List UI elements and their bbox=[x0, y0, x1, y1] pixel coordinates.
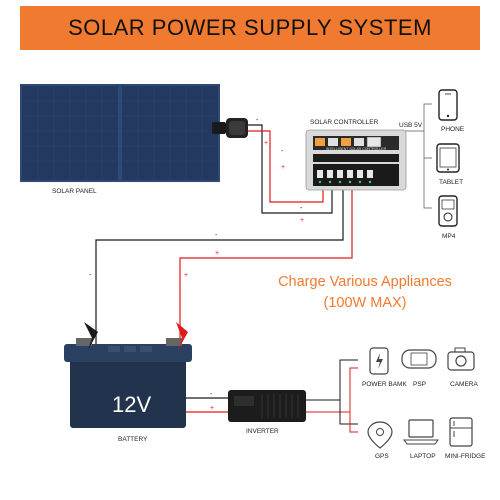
polarity-positive: + bbox=[184, 272, 188, 279]
power-bank-icon bbox=[369, 347, 389, 375]
panel-negative-wire bbox=[248, 124, 333, 214]
inverter-output-wires bbox=[306, 359, 358, 433]
battery-inverter-wires bbox=[186, 397, 230, 413]
polarity-positive: + bbox=[281, 164, 285, 171]
battery-positive-wire bbox=[179, 190, 353, 340]
battery-voltage-label: 12V bbox=[112, 392, 152, 417]
battery-controller-wires bbox=[95, 190, 353, 345]
usb-output-lines bbox=[402, 103, 432, 209]
usb-device-label: PHONE bbox=[441, 126, 465, 133]
inverter-device-label: LAPTOP bbox=[410, 453, 436, 460]
inverter-device-label: CAMERA bbox=[450, 381, 478, 388]
controller-faceplate-label: INTELLIGENT SOLAR CONTROLLER bbox=[325, 147, 387, 151]
polarity-negative: - bbox=[89, 272, 92, 279]
polarity-negative: - bbox=[215, 232, 218, 239]
polarity-marks: - + - + - + - + - + - + bbox=[89, 117, 304, 412]
camera-icon bbox=[447, 347, 475, 371]
inverter-device-label: MINI-FRIDGE bbox=[445, 453, 486, 460]
negative-clamp-icon bbox=[84, 322, 98, 350]
solar-panel-label: SOLAR PANEL bbox=[52, 188, 97, 195]
panel-positive-wire bbox=[248, 130, 324, 203]
inverter-device-label: GPS bbox=[375, 453, 389, 460]
panel-wires bbox=[248, 124, 333, 214]
charge-line-2: (100W MAX) bbox=[323, 295, 407, 311]
polarity-negative: - bbox=[256, 117, 259, 124]
inverter bbox=[228, 390, 306, 422]
polarity-positive: + bbox=[300, 217, 304, 224]
inverter-device-label: PSP bbox=[413, 381, 427, 388]
page-title: SOLAR POWER SUPPLY SYSTEM bbox=[68, 15, 432, 40]
polarity-positive: + bbox=[215, 250, 219, 257]
polarity-positive: + bbox=[210, 405, 214, 412]
phone-icon bbox=[438, 89, 458, 121]
gps-icon bbox=[367, 421, 393, 449]
charge-appliances-text: Charge Various Appliances (100W MAX) bbox=[250, 272, 480, 314]
inverter-device-label: POWER BAMK bbox=[362, 381, 407, 388]
mini-fridge-icon bbox=[449, 417, 473, 447]
sae-connector-icon bbox=[212, 118, 248, 138]
battery-negative-wire bbox=[95, 190, 344, 345]
polarity-negative: - bbox=[281, 148, 284, 155]
polarity-positive: + bbox=[264, 140, 268, 147]
solar-cells-grid bbox=[22, 86, 218, 180]
controller-usb-port bbox=[366, 136, 382, 148]
battery-label: BATTERY bbox=[118, 436, 148, 443]
solar-controller-label: SOLAR CONTROLLER bbox=[310, 119, 379, 126]
solar-controller bbox=[305, 129, 407, 191]
polarity-negative: - bbox=[210, 391, 213, 398]
polarity-negative: - bbox=[300, 205, 303, 212]
tablet-icon bbox=[436, 143, 460, 173]
inverter-label: INVERTER bbox=[246, 428, 279, 435]
solar-panel bbox=[20, 84, 220, 182]
psp-icon bbox=[401, 349, 437, 369]
usb-device-label: TABLET bbox=[439, 179, 464, 186]
battery bbox=[64, 322, 192, 428]
positive-clamp-icon bbox=[176, 322, 188, 350]
usb-label: USB 5V bbox=[399, 122, 423, 129]
mp4-player-icon bbox=[438, 195, 458, 227]
charge-line-1: Charge Various Appliances bbox=[278, 274, 452, 290]
laptop-icon bbox=[403, 419, 439, 445]
title-banner: SOLAR POWER SUPPLY SYSTEM bbox=[20, 6, 480, 50]
usb-device-label: MP4 bbox=[442, 233, 456, 240]
